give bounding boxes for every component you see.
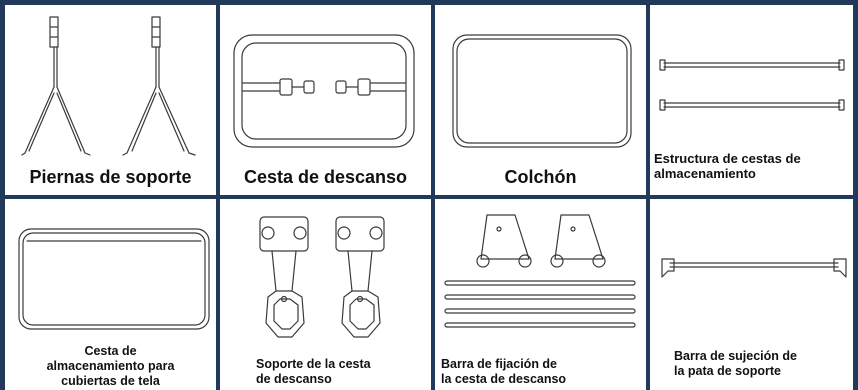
part-label: Soporte de la cesta de descanso (256, 357, 371, 386)
storage-basket-frame-icon (659, 59, 845, 111)
part-label: Cesta de almacenamiento para cubiertas d… (46, 344, 175, 388)
part-label: Barra de sujeción de la pata de soporte (674, 349, 797, 378)
part-cell-fixing-bar: Barra de fijación de la cesta de descans… (435, 199, 646, 390)
part-cell-mattress: Colchón (435, 5, 646, 195)
fabric-storage-basket-icon (18, 228, 210, 330)
part-label: Estructura de cestas de almacenamiento (654, 151, 801, 181)
part-cell-support-legs: Piernas de soporte (5, 5, 216, 195)
part-cell-rest-basket-support: Soporte de la cesta de descanso (220, 199, 431, 390)
leg-holding-bar-icon (661, 258, 847, 278)
fixing-bar-icon (444, 214, 636, 328)
part-label: Piernas de soporte (29, 167, 192, 187)
part-cell-rest-basket: Cesta de descanso (220, 5, 431, 195)
part-cell-storage-basket-frame: Estructura de cestas de almacenamiento (650, 5, 853, 195)
rest-basket-support-icon (259, 216, 385, 338)
part-cell-leg-holding-bar: Barra de sujeción de la pata de soporte (650, 199, 853, 390)
rest-basket-icon (233, 34, 415, 148)
mattress-icon (452, 34, 632, 148)
support-legs-icon (21, 16, 196, 156)
part-label: Colchón (504, 167, 577, 187)
part-label: Cesta de descanso (243, 167, 408, 187)
part-cell-fabric-storage-basket: Cesta de almacenamiento para cubiertas d… (5, 199, 216, 390)
part-label: Barra de fijación de la cesta de descans… (441, 357, 567, 386)
